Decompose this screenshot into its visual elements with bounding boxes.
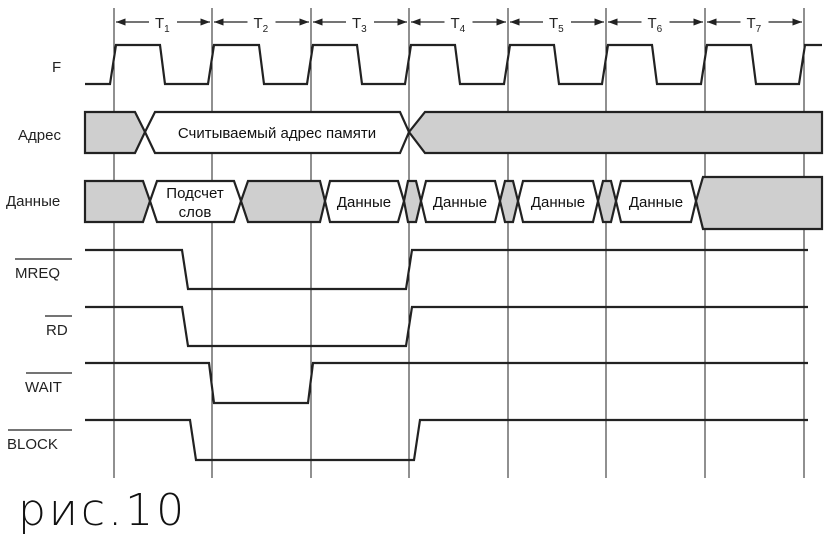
period-marker-2: T2 bbox=[214, 15, 309, 35]
label-wait: WAIT bbox=[25, 372, 72, 396]
address-bus: Считываемый адрес памяти bbox=[83, 110, 824, 155]
label-address: Адрес bbox=[18, 127, 61, 144]
period-label: T6 bbox=[648, 15, 663, 35]
period-label: T1 bbox=[155, 15, 170, 35]
svg-text:слов: слов bbox=[179, 204, 212, 221]
period-label: T7 bbox=[747, 15, 762, 35]
svg-text:MREQ: MREQ bbox=[15, 265, 60, 282]
mreq-waveform bbox=[85, 248, 808, 291]
svg-text:Данные: Данные bbox=[629, 194, 683, 211]
svg-text:Данные: Данные bbox=[337, 194, 391, 211]
label-mreq: MREQ bbox=[15, 258, 72, 282]
period-label: T3 bbox=[352, 15, 367, 35]
svg-text:Данные: Данные bbox=[531, 194, 585, 211]
period-label: T2 bbox=[254, 15, 269, 35]
period-marker-3: T3 bbox=[313, 15, 407, 35]
label-data: Данные bbox=[6, 193, 60, 210]
svg-text:Подсчет: Подсчет bbox=[166, 185, 224, 202]
label-block: BLOCK bbox=[7, 429, 72, 453]
figure-caption: рис.10 bbox=[18, 485, 187, 536]
period-marker-6: T6 bbox=[608, 15, 703, 35]
rd-waveform bbox=[85, 305, 808, 348]
period-marker-5: T5 bbox=[510, 15, 604, 35]
svg-text:Данные: Данные bbox=[433, 194, 487, 211]
period-label: T5 bbox=[549, 15, 564, 35]
block-waveform bbox=[85, 418, 808, 462]
clock-waveform bbox=[85, 43, 822, 86]
period-markers: T1 T2 T3 T4 T5 T6 T7 bbox=[116, 15, 802, 35]
period-boundaries bbox=[113, 8, 805, 478]
svg-text:WAIT: WAIT bbox=[25, 379, 62, 396]
wait-waveform bbox=[85, 361, 808, 405]
svg-text:RD: RD bbox=[46, 322, 68, 339]
label-rd: RD bbox=[45, 315, 72, 339]
period-marker-1: T1 bbox=[116, 15, 210, 35]
label-clock: F bbox=[52, 59, 61, 76]
period-marker-4: T4 bbox=[411, 15, 506, 35]
data-bus: Подсчет слов Данные Данные Данные Данные bbox=[83, 175, 824, 231]
period-marker-7: T7 bbox=[707, 15, 802, 35]
period-label: T4 bbox=[451, 15, 466, 35]
address-read-label: Считываемый адрес памяти bbox=[178, 125, 376, 142]
svg-text:BLOCK: BLOCK bbox=[7, 436, 58, 453]
